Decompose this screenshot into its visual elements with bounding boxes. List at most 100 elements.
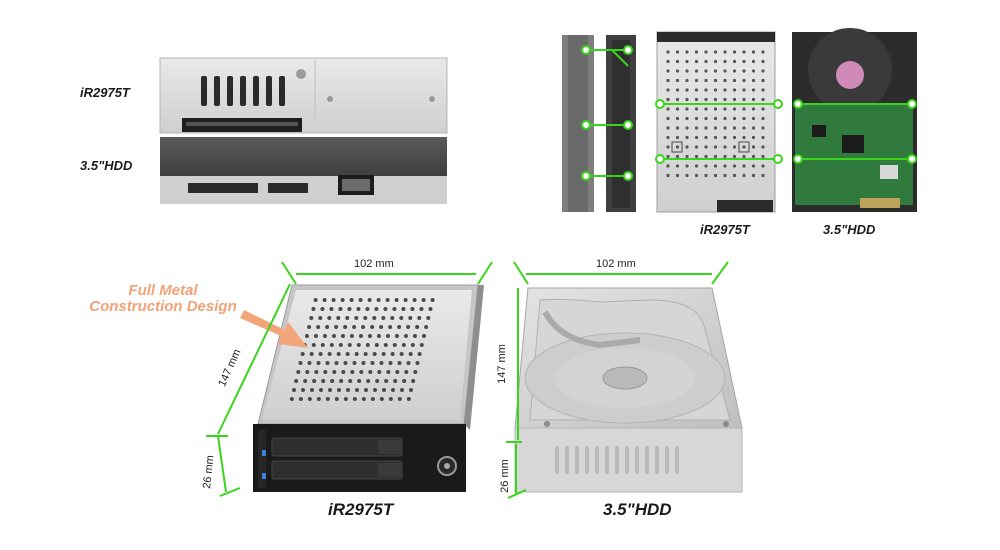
vent-hole bbox=[349, 298, 354, 302]
vent-hole bbox=[732, 116, 737, 121]
vent-hole bbox=[352, 325, 357, 329]
vent-hole bbox=[328, 388, 332, 392]
vent-hole bbox=[666, 145, 670, 149]
vent-hole bbox=[376, 334, 381, 338]
vent-hole bbox=[406, 325, 411, 329]
vent-hole bbox=[723, 164, 727, 168]
top-left-device-label: iR2975T bbox=[80, 85, 130, 100]
vent-hole bbox=[399, 316, 404, 320]
vent-hole bbox=[311, 307, 316, 311]
vent-hole bbox=[395, 370, 400, 374]
vent-hole bbox=[666, 116, 670, 121]
vent-hole bbox=[292, 388, 296, 392]
vent-hole bbox=[359, 370, 364, 374]
vent-hole bbox=[675, 116, 680, 121]
vent-hole bbox=[301, 388, 305, 392]
vent-hole bbox=[685, 78, 689, 83]
vent-hole bbox=[419, 307, 424, 311]
vent-hole bbox=[313, 334, 318, 338]
vent-hole bbox=[384, 379, 389, 383]
vent-hole bbox=[685, 97, 689, 102]
vent-hole bbox=[761, 116, 765, 121]
vent-hole bbox=[732, 69, 737, 73]
vent-hole bbox=[742, 164, 746, 168]
vent-hole bbox=[372, 352, 377, 356]
top-right-device-label: iR2975T bbox=[700, 222, 750, 237]
vent-hole bbox=[751, 126, 756, 130]
vent-hole bbox=[391, 388, 395, 392]
vent-hole bbox=[742, 69, 746, 73]
vent-hole bbox=[393, 379, 398, 383]
vent-hole bbox=[732, 173, 737, 178]
vent-hole bbox=[732, 88, 737, 92]
vent-hole bbox=[385, 334, 390, 338]
vent-hole bbox=[704, 116, 708, 121]
vent-hole bbox=[409, 388, 413, 392]
vent-hole bbox=[352, 361, 357, 365]
vent-hole bbox=[713, 88, 718, 92]
vent-hole bbox=[366, 379, 371, 383]
vent-hole bbox=[383, 307, 388, 311]
side-slot bbox=[565, 446, 569, 474]
vent-hole bbox=[430, 298, 435, 302]
side-slot bbox=[605, 446, 609, 474]
vent-hole bbox=[685, 116, 689, 121]
vent-hole bbox=[325, 397, 330, 401]
device-width-dimension: 102 mm bbox=[354, 258, 394, 270]
vent-hole bbox=[694, 88, 699, 92]
vent-hole bbox=[372, 316, 377, 320]
vent-hole bbox=[704, 164, 708, 168]
vent-hole bbox=[401, 343, 406, 347]
vent-hole bbox=[379, 325, 384, 329]
vent-hole bbox=[415, 361, 420, 365]
vent-hole bbox=[329, 343, 334, 347]
vent-hole bbox=[386, 370, 391, 374]
vent-hole bbox=[704, 78, 708, 83]
vent-hole bbox=[388, 361, 393, 365]
hdd-width-dimension: 102 mm bbox=[596, 258, 636, 270]
vent-hole bbox=[313, 298, 318, 302]
vent-hole bbox=[367, 334, 372, 338]
vent-hole bbox=[412, 298, 417, 302]
callout-arrow bbox=[240, 310, 308, 348]
vent-hole bbox=[370, 397, 375, 401]
vent-hole bbox=[732, 145, 737, 149]
vent-hole bbox=[322, 298, 327, 302]
vent-hole bbox=[367, 298, 372, 302]
vent-hole bbox=[401, 307, 406, 311]
vent-hole bbox=[694, 50, 699, 54]
vent-hole bbox=[685, 50, 689, 54]
vent-hole bbox=[723, 78, 727, 83]
vent-hole bbox=[300, 352, 305, 356]
vent-hole bbox=[685, 164, 689, 168]
vent-hole bbox=[392, 343, 397, 347]
vent-hole bbox=[666, 88, 670, 92]
vent-hole bbox=[713, 50, 718, 54]
vent-hole bbox=[666, 154, 670, 159]
vent-hole bbox=[732, 154, 737, 159]
vent-hole bbox=[666, 107, 670, 111]
top-left-side-view bbox=[159, 57, 448, 204]
vent-hole bbox=[370, 361, 375, 365]
side-slot bbox=[675, 446, 679, 474]
vent-hole bbox=[675, 69, 680, 73]
vent-hole bbox=[694, 154, 699, 159]
vent-hole bbox=[361, 325, 366, 329]
callout-text: Full Metal Construction Design bbox=[78, 283, 248, 315]
vent-hole bbox=[355, 388, 359, 392]
vent-hole bbox=[742, 59, 746, 64]
vent-hole bbox=[704, 59, 708, 64]
vent-hole bbox=[732, 97, 737, 102]
vent-hole bbox=[354, 316, 359, 320]
vent-hole bbox=[685, 107, 689, 111]
vent-hole bbox=[723, 135, 727, 140]
vent-hole bbox=[321, 379, 326, 383]
vent-hole bbox=[356, 343, 361, 347]
vent-hole bbox=[694, 97, 699, 102]
vent-hole bbox=[376, 298, 381, 302]
vent-hole bbox=[751, 116, 756, 121]
vent-hole bbox=[694, 78, 699, 83]
vent-hole bbox=[694, 135, 699, 140]
hdd-side-slots bbox=[555, 446, 679, 474]
vent-hole bbox=[685, 126, 689, 130]
